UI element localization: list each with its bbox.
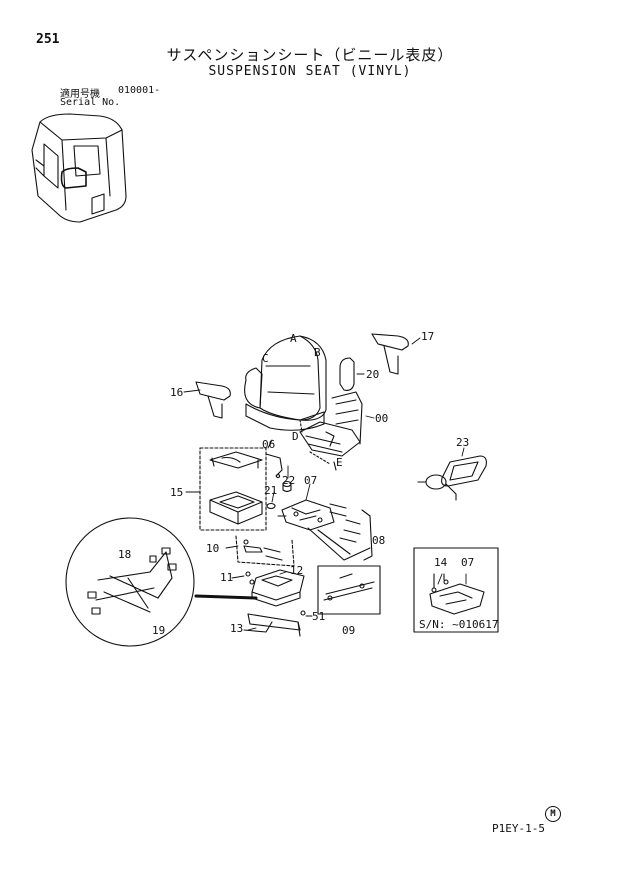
callout-18: 18: [118, 548, 132, 561]
callout-10: 10: [206, 542, 220, 555]
callout-14: 14: [434, 556, 448, 569]
inset-serial-note: S/N: ~010617: [419, 618, 499, 631]
seat-backrest: [244, 335, 327, 421]
serial-label-japanese: 適用号機: [60, 89, 100, 100]
callout-13: 13: [230, 622, 244, 635]
linkage-detail-circle: [65, 517, 195, 647]
callout-E: E: [336, 456, 343, 469]
armrest-left: [195, 381, 231, 419]
callout-09: 09: [342, 624, 356, 637]
callout-22: 22: [282, 474, 296, 487]
callout-07: 07: [304, 474, 318, 487]
serial-range: 010001-: [118, 85, 161, 96]
callout-12: 12: [290, 564, 304, 577]
bolts-08: [307, 503, 373, 561]
leader-lines: [183, 337, 467, 631]
callout-16: 16: [170, 386, 184, 399]
footer-circle-mark: M: [545, 806, 561, 822]
callout-21: 21: [264, 484, 278, 497]
footer-page-code: P1EY-1-5: [492, 822, 545, 835]
page-title-japanese: サスペンションシート（ビニール表皮）: [166, 46, 454, 64]
callout-19: 19: [152, 624, 166, 637]
detail-connector: [194, 594, 258, 600]
callout-23: 23: [456, 436, 470, 449]
callout-00: 00: [375, 412, 389, 425]
callout-A: A: [290, 332, 297, 345]
lever-13: [243, 613, 301, 637]
cab-location-illustration: [31, 113, 127, 223]
bolt-11b: [249, 579, 255, 585]
nut-51: [300, 610, 306, 616]
serial-label-english: Serial No.: [60, 97, 121, 108]
callout-06: 06: [262, 438, 276, 451]
callout-B: B: [314, 346, 321, 359]
cable-06: [265, 453, 283, 479]
seat-frame-base: [299, 391, 363, 457]
slide-bracket-07: [277, 499, 335, 531]
callout-20: 20: [366, 368, 380, 381]
callout-51: 51: [312, 610, 326, 623]
callout-17: 17: [421, 330, 435, 343]
armrest-right: [371, 333, 409, 375]
cap-21: [266, 502, 276, 510]
page-title-english: SUSPENSION SEAT (VINYL): [208, 64, 412, 79]
callout-11: 11: [220, 571, 234, 584]
callout-07-inset: 07: [461, 556, 475, 569]
rail-kit-09: [317, 565, 381, 615]
lever-10: [235, 535, 295, 567]
page-number: 251: [36, 32, 60, 47]
callout-15: 15: [170, 486, 184, 499]
remote-control-23: [417, 455, 487, 501]
seat-cushion: [245, 403, 325, 431]
callout-D: D: [292, 430, 299, 443]
inset-old-serial-box: [413, 547, 499, 633]
suspension-kit-box: [199, 447, 267, 531]
callout-C: C: [262, 352, 269, 365]
bolt-11a: [245, 571, 251, 577]
headrest: [339, 357, 355, 391]
slide-plate-12: [251, 569, 305, 607]
callout-08: 08: [372, 534, 386, 547]
